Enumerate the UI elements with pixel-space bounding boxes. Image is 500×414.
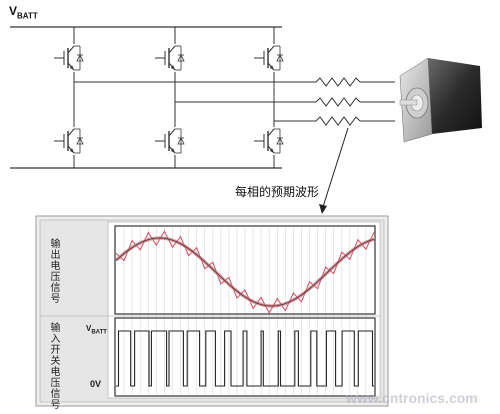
output-plot-frame (114, 225, 376, 315)
igbt-icon (54, 127, 84, 155)
igbt-icon (155, 127, 185, 155)
waveform-caption: 每相的预期波形 (235, 185, 320, 199)
input-plot-frame (114, 317, 376, 397)
igbt-icon (254, 44, 284, 72)
vbatt-level-label: VBATT (86, 324, 107, 336)
resistor-icon-c (315, 116, 361, 126)
watermark: www.cntronics.com (346, 390, 478, 406)
pointer-arrow (321, 127, 349, 211)
resistor-icon-b (315, 97, 361, 107)
sine-center-line (115, 237, 375, 307)
pwm-signal (116, 330, 374, 387)
resistor-icon-a (315, 77, 361, 87)
waveform-panel (35, 215, 389, 407)
igbt-icon (54, 44, 84, 72)
stepper-motor-icon (399, 57, 482, 143)
igbt-icon (155, 44, 185, 72)
output-voltage-label: 输出电压信号 (48, 238, 59, 304)
triangle-carrier (115, 230, 375, 314)
zero-volt-label: 0V (90, 379, 102, 389)
supply-label: VBATT (9, 4, 38, 21)
input-switch-voltage-label: 输入开关电压信号 (48, 322, 59, 410)
igbt-icon (254, 127, 284, 155)
